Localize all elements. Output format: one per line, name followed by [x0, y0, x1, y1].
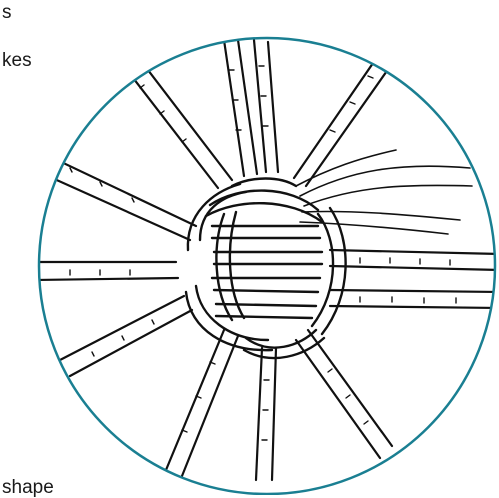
- circle-frame-fill: [39, 38, 495, 494]
